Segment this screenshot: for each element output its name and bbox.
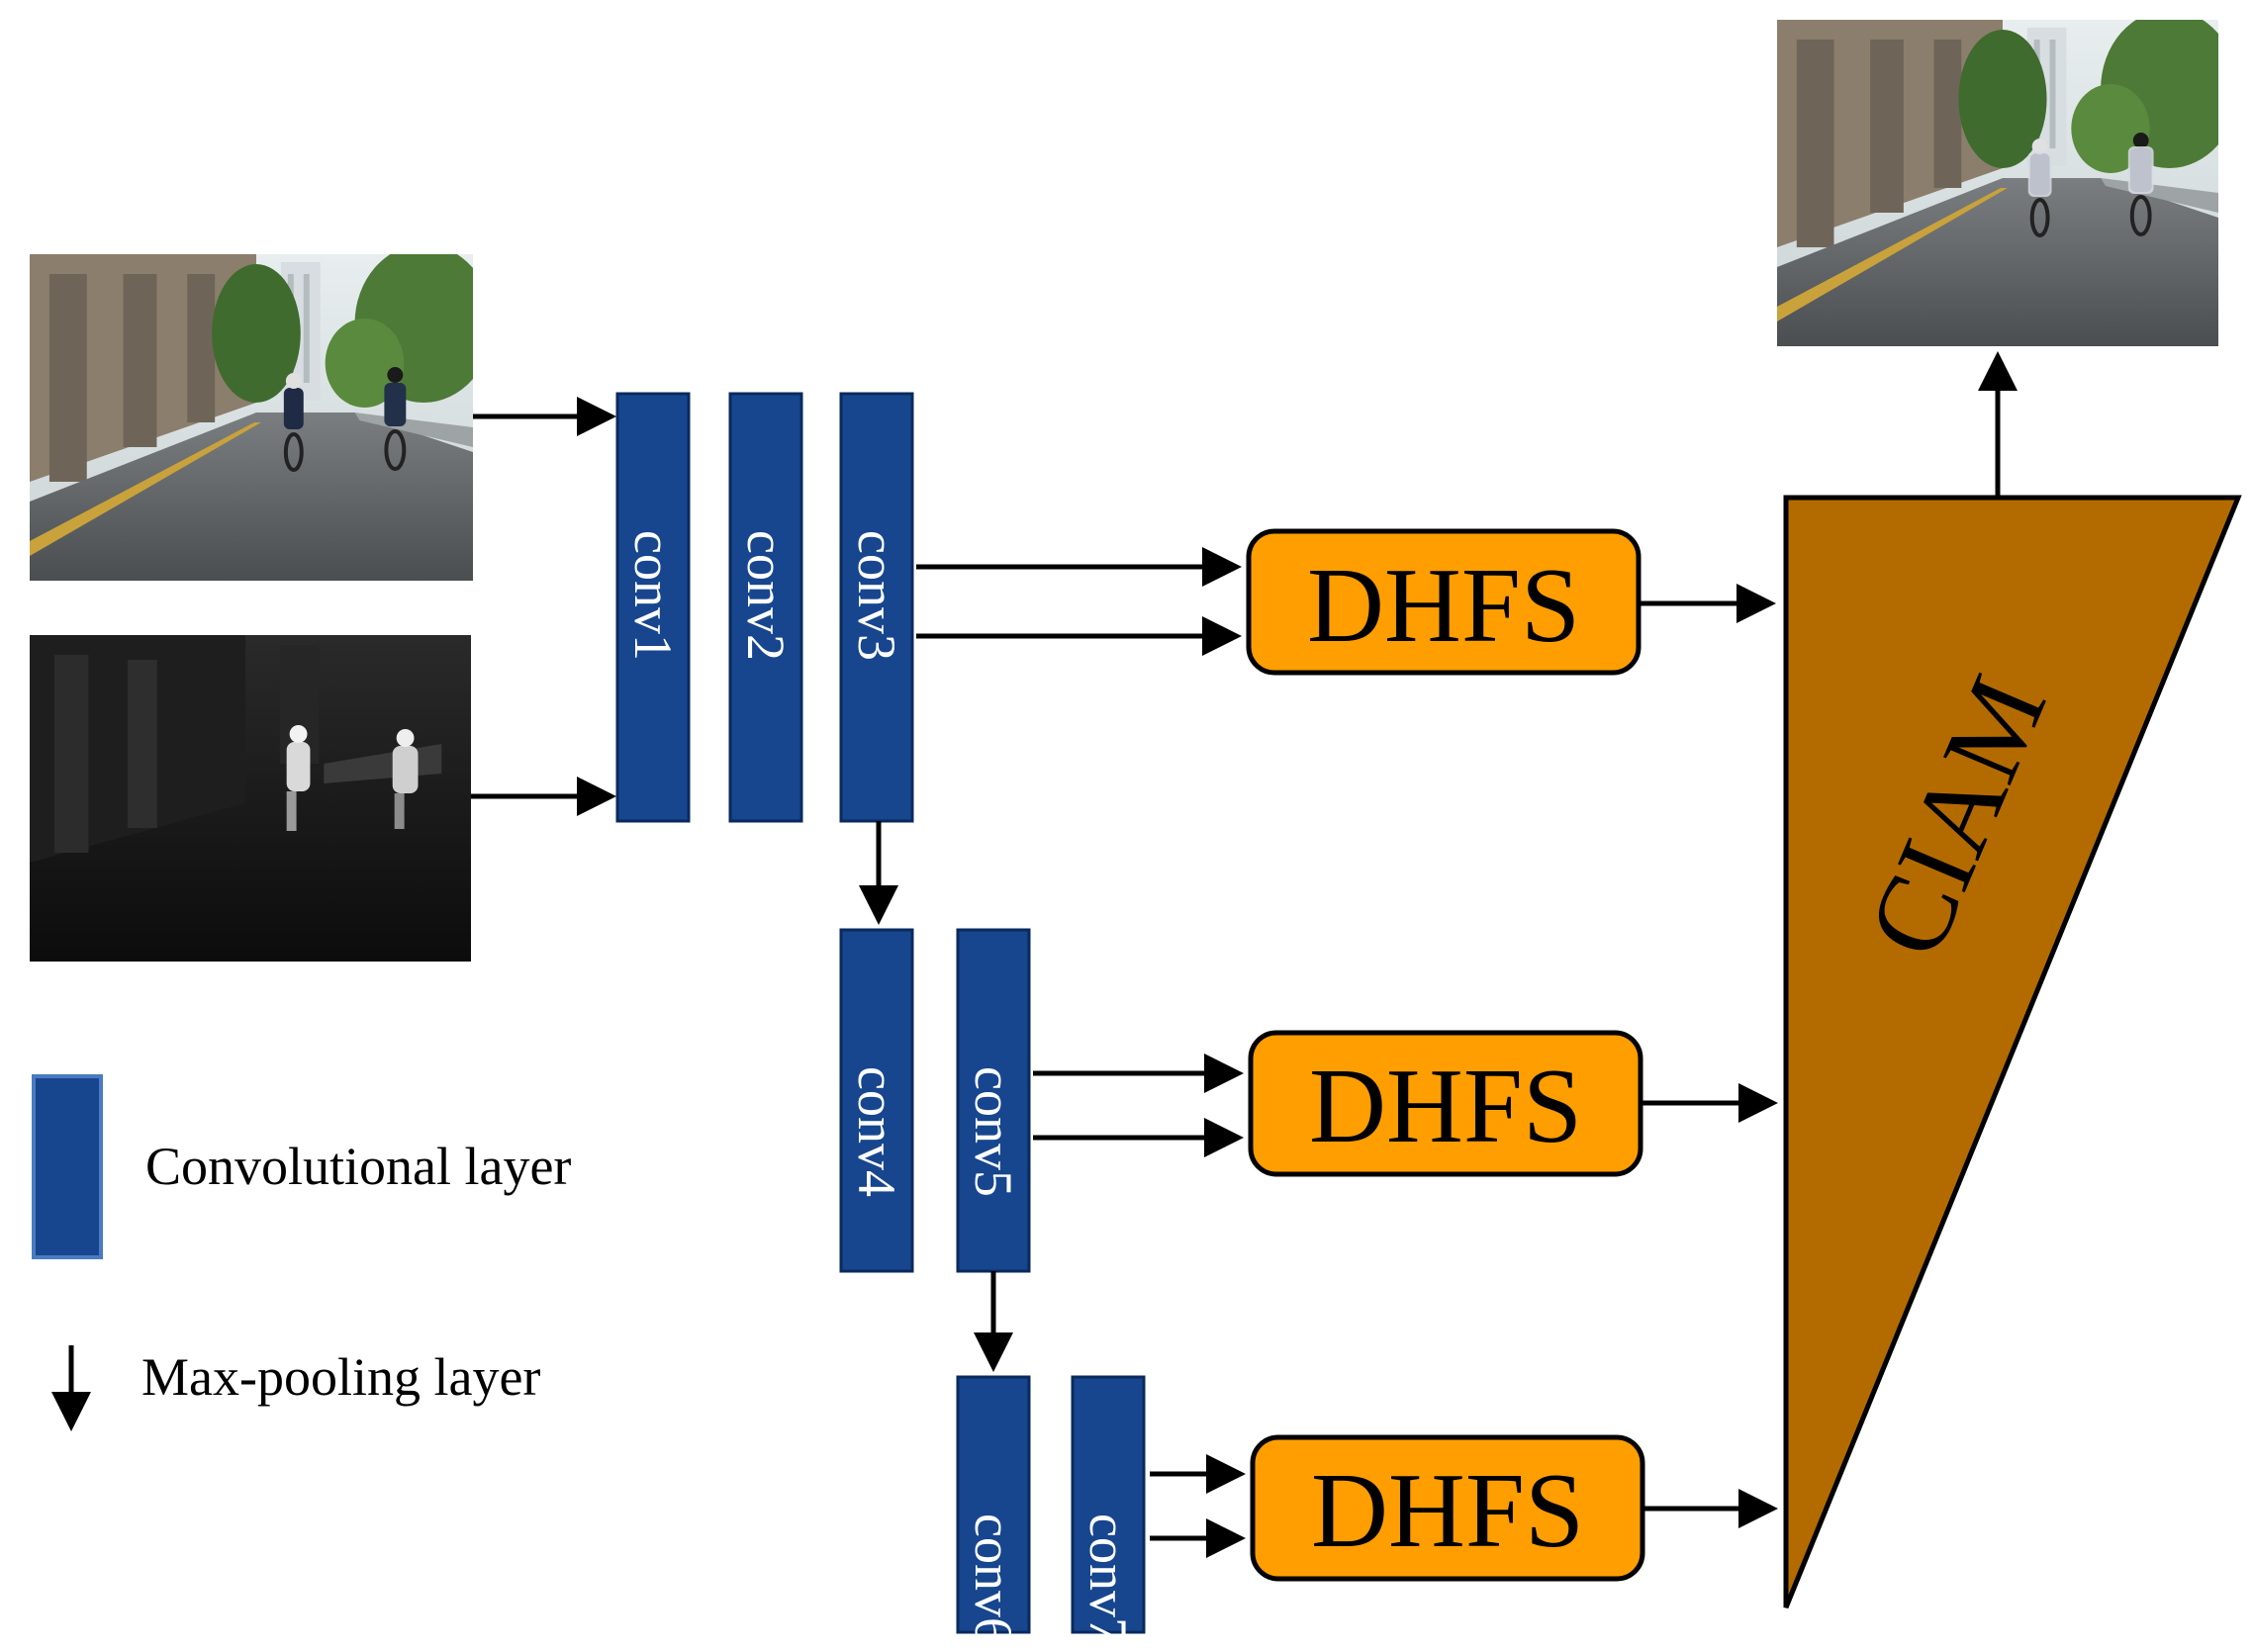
dhfs-label: DHFS	[1307, 547, 1580, 665]
rgb-input-image	[30, 254, 473, 581]
conv5-label: conv5	[964, 1066, 1023, 1197]
ciam-module: CIAM	[1783, 495, 2242, 1608]
dhfs-label: DHFS	[1311, 1452, 1584, 1570]
conv1-label: conv1	[623, 530, 683, 661]
conv6-block: conv6	[956, 1375, 1031, 1644]
dhfs-block-2: DHFS	[1248, 1030, 1643, 1177]
conv2-block: conv2	[728, 392, 803, 823]
conv4-label: conv4	[847, 1066, 906, 1197]
dhfs-block-1: DHFS	[1246, 528, 1642, 676]
conv4-block: conv4	[839, 928, 914, 1273]
conv6-label: conv6	[964, 1514, 1023, 1644]
legend-pool-label: Max-pooling layer	[141, 1347, 540, 1407]
legend-conv-label: Convolutional layer	[145, 1137, 571, 1196]
conv3-block: conv3	[839, 392, 914, 823]
output-image	[1777, 10, 2238, 346]
conv7-label: conv7	[1079, 1514, 1138, 1644]
conv2-label: conv2	[736, 530, 796, 661]
conv3-label: conv3	[847, 530, 906, 661]
dhfs-block-3: DHFS	[1250, 1434, 1645, 1582]
legend: Convolutional layer Max-pooling layer	[32, 1074, 571, 1431]
conv1-block: conv1	[615, 392, 691, 823]
conv7-block: conv7	[1071, 1375, 1146, 1644]
dhfs-label: DHFS	[1309, 1048, 1582, 1165]
conv-blocks: conv1 conv2 conv3 conv4 conv5 conv6 conv7	[615, 392, 1146, 1644]
legend-conv-swatch	[32, 1074, 103, 1259]
thermal-input-image	[30, 635, 471, 962]
conv5-block: conv5	[956, 928, 1031, 1273]
